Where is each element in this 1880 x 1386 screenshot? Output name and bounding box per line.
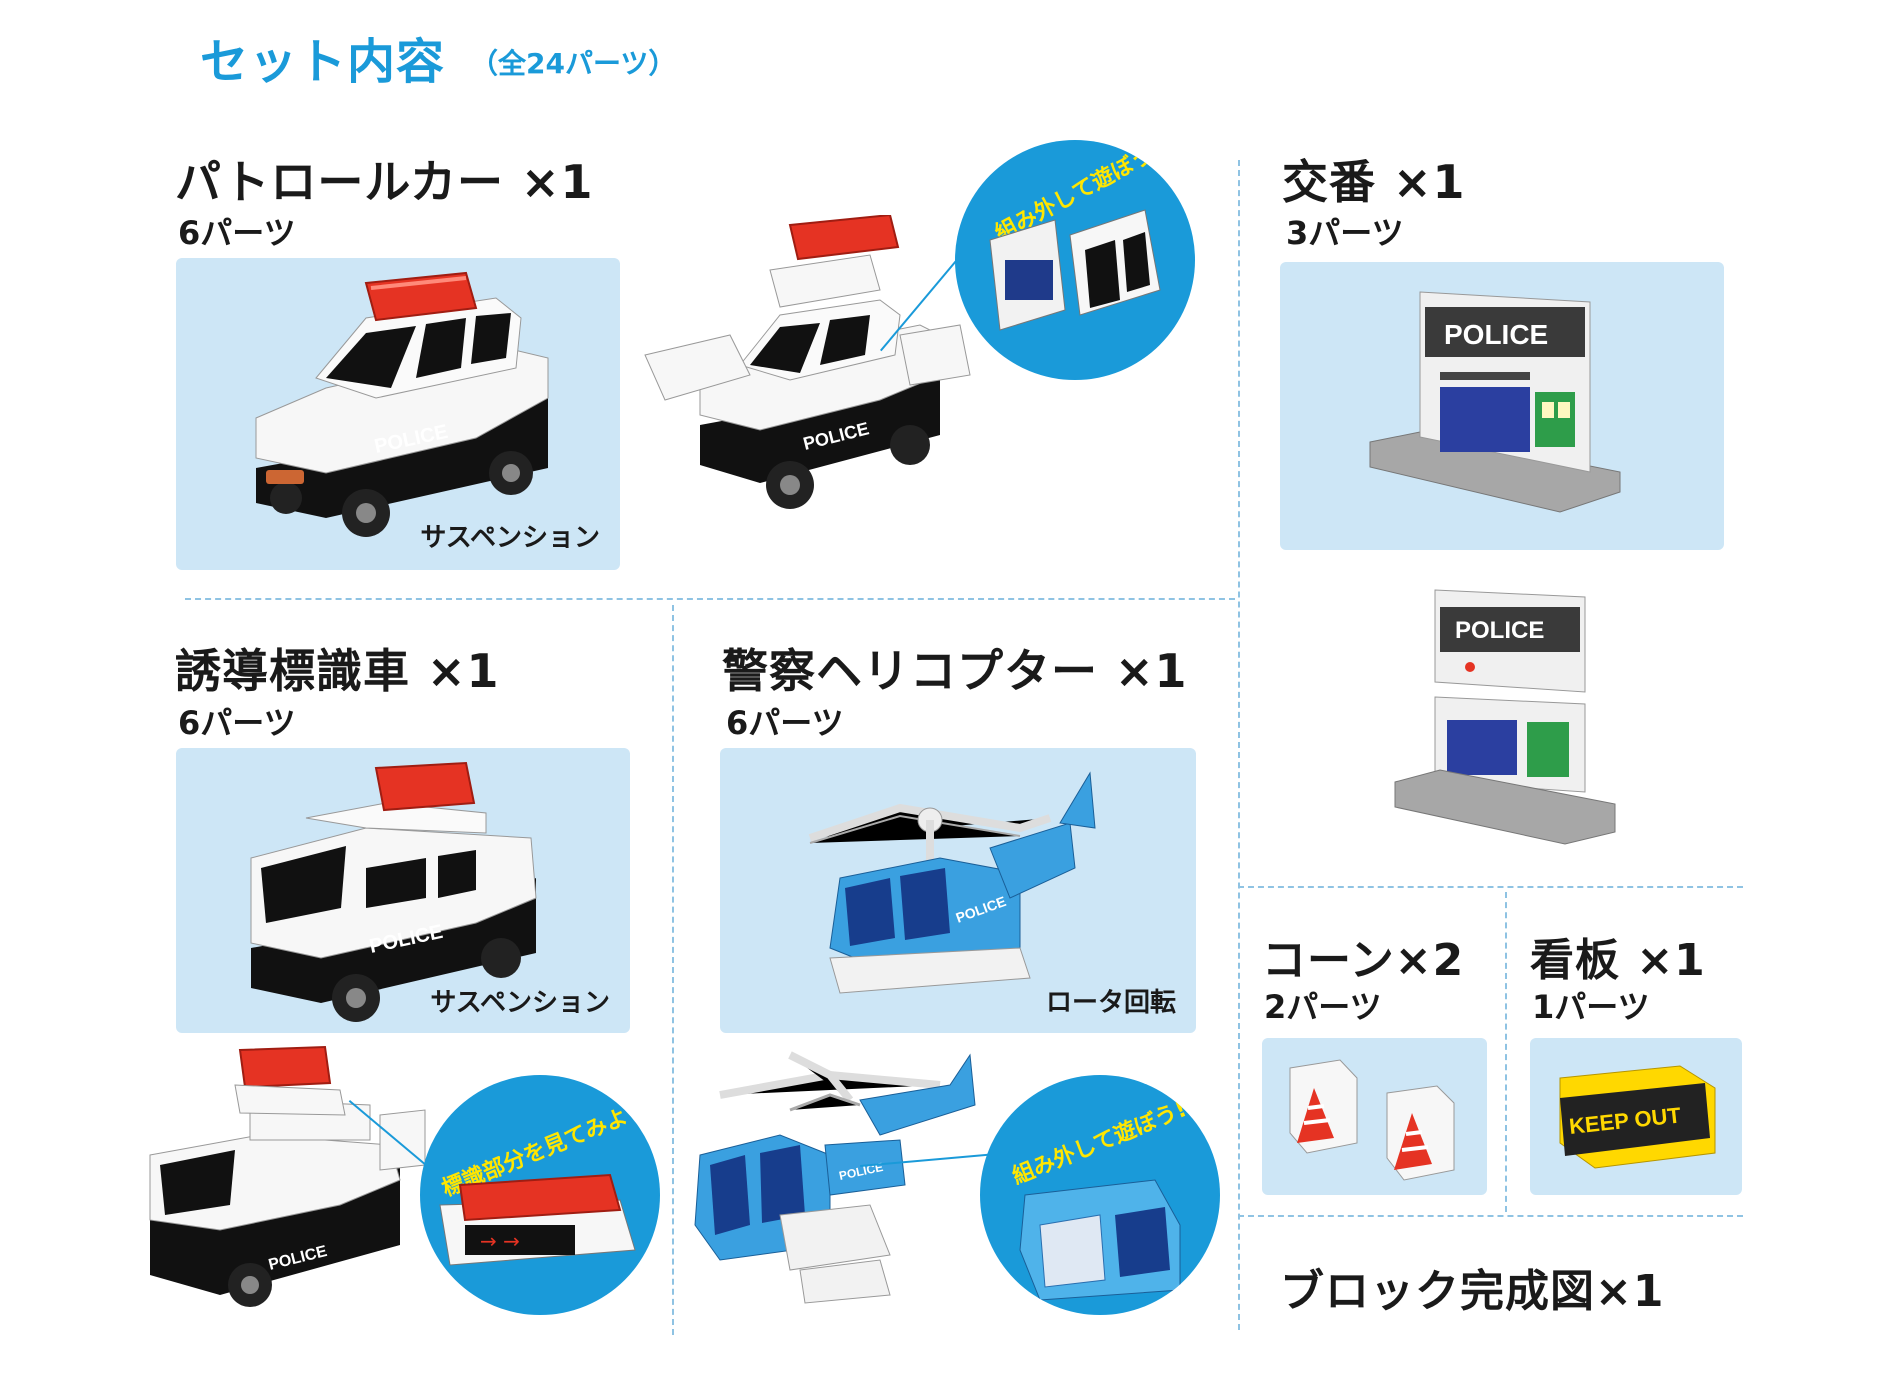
helicopter-bubble: 組み外して遊ぼう! bbox=[980, 1075, 1220, 1315]
koban-panel: POLICE bbox=[1280, 262, 1724, 550]
cone-name: コーン×2 bbox=[1262, 935, 1465, 986]
sign-car-image: POLICE bbox=[250, 761, 537, 1022]
patrol-car-panel: POLICE サスペンション bbox=[176, 258, 620, 570]
signboard-name: 看板 ×1 bbox=[1530, 935, 1706, 986]
sign-car-bubble: 標識部分を見てみよう! → → bbox=[420, 1075, 660, 1315]
patrol-car-parts: 6パーツ bbox=[178, 214, 296, 252]
svg-text:POLICE: POLICE bbox=[1444, 319, 1548, 350]
cone-image bbox=[1289, 1059, 1455, 1181]
svg-text:POLICE: POLICE bbox=[1455, 617, 1544, 644]
helicopter-name: 警察ヘリコプター ×1 bbox=[722, 644, 1188, 698]
helicopter-image: POLICE bbox=[808, 771, 1096, 994]
koban-name: 交番 ×1 bbox=[1282, 155, 1466, 209]
divider-cone-sign bbox=[1505, 892, 1507, 1212]
cone-parts: 2パーツ bbox=[1264, 988, 1382, 1026]
cone-panel bbox=[1262, 1038, 1487, 1195]
patrol-car-name: パトロールカー ×1 bbox=[175, 155, 594, 209]
diagram-name: ブロック完成図×1 bbox=[1280, 1266, 1665, 1317]
sign-car-panel: POLICE サスペンション bbox=[176, 748, 630, 1033]
signboard-parts: 1パーツ bbox=[1532, 988, 1650, 1026]
sign-car-name: 誘導標識車 ×1 bbox=[175, 644, 500, 698]
patrol-car-exploded: POLICE bbox=[640, 215, 980, 570]
patrol-car-image: POLICE bbox=[255, 271, 549, 537]
divider-right-column bbox=[1238, 160, 1240, 1330]
patrol-car-bubble: 組み外して遊ぼう! bbox=[955, 140, 1195, 380]
sign-car-parts: 6パーツ bbox=[178, 704, 296, 742]
koban-parts: 3パーツ bbox=[1286, 214, 1404, 252]
divider-right-bottom bbox=[1238, 1215, 1743, 1217]
koban-exploded: POLICE bbox=[1375, 582, 1635, 852]
sign-car-exploded: POLICE bbox=[140, 1045, 430, 1315]
divider-left-middle bbox=[672, 605, 674, 1335]
divider-top-left bbox=[185, 598, 1235, 600]
koban-image: POLICE bbox=[1369, 291, 1621, 513]
helicopter-parts: 6パーツ bbox=[726, 704, 844, 742]
helicopter-caption: ロータ回転 bbox=[1045, 988, 1176, 1018]
patrol-car-caption: サスペンション bbox=[420, 523, 600, 553]
total-parts-note: （全24パーツ） bbox=[470, 47, 677, 80]
sign-car-caption: サスペンション bbox=[430, 988, 610, 1018]
svg-text:→ →: → → bbox=[480, 1229, 520, 1253]
helicopter-panel: POLICE ロータ回転 bbox=[720, 748, 1196, 1033]
signboard-image: KEEP OUT bbox=[1559, 1065, 1716, 1169]
helicopter-exploded: POLICE bbox=[690, 1045, 1030, 1320]
divider-right-small bbox=[1238, 886, 1743, 888]
page-title: セット内容 bbox=[200, 34, 446, 90]
signboard-panel: KEEP OUT bbox=[1530, 1038, 1742, 1195]
